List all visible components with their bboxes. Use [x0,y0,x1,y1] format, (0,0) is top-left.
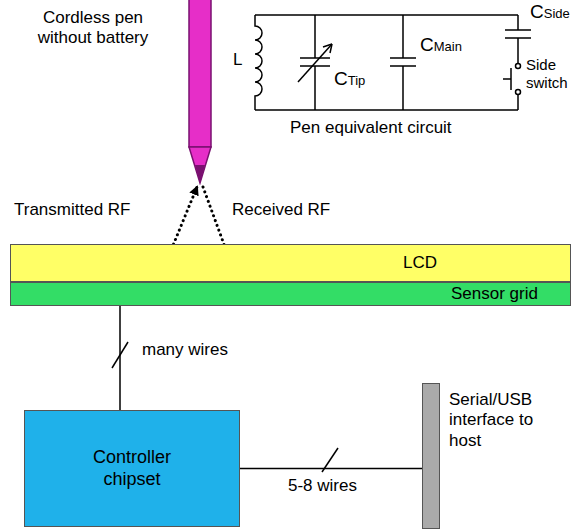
cordless-pen: Cordless pen without battery [188,0,212,185]
component-label: CMain [420,34,462,57]
wire-bus [119,306,121,410]
wire-bus [240,468,422,470]
capacitor-symbol [390,15,416,110]
sensor-grid-band: Sensor grid [10,282,571,306]
node-text: LCD [403,253,437,273]
controller-box: Controller chipset [24,410,240,527]
variable-arrow [298,44,332,82]
node-text: Cordless pen without battery [18,8,168,49]
edge-label: many wires [140,340,230,360]
edge-label: Transmitted RF [12,200,133,220]
circuit-wire [254,98,256,110]
component-label: Side switch [526,56,576,92]
node-text: Controller chipset [67,447,197,490]
edge-label: 5-8 wires [286,476,359,496]
switch-terminal [516,90,521,95]
node-text: Serial/USB interface to host [449,390,549,451]
interface-bar: Serial/USB interface to host [422,383,440,529]
switch-terminal [516,64,521,69]
inductor-coil [255,15,262,98]
component-label: CTip [334,68,365,91]
node-text: Sensor grid [451,284,538,304]
lcd-band: LCD [10,244,571,282]
circuit-wire [255,15,518,110]
pen-shape [188,0,212,185]
component-label: L [233,50,242,70]
variable-arrow [323,44,332,53]
figure-caption: Pen equivalent circuit [290,118,452,138]
push-switch [503,68,511,90]
component-label: CSide [530,1,570,24]
edge-label: Received RF [230,200,332,220]
